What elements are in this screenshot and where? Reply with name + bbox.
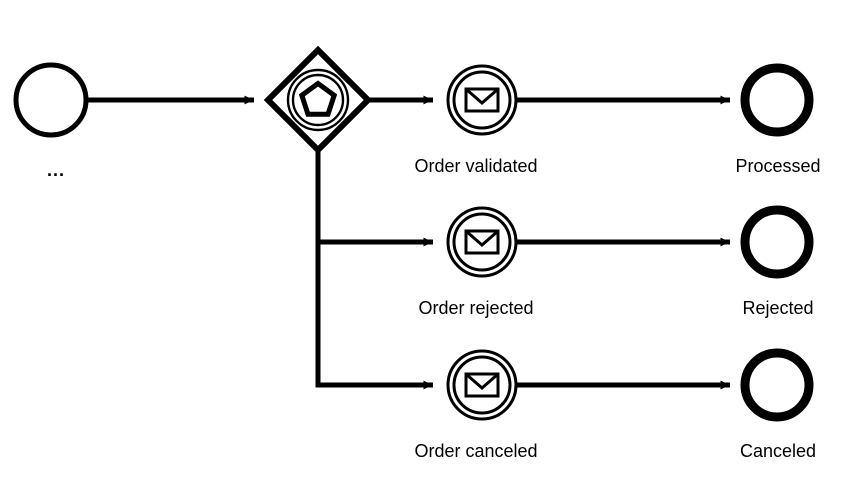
- end-event-circle: [740, 205, 814, 279]
- event-based-gateway[interactable]: [263, 45, 373, 155]
- sequence-flows: [88, 95, 730, 390]
- gateway-inner-circle-icon: [291, 73, 345, 127]
- message-envelope-icon: [464, 372, 500, 398]
- intermediate-catch-event-order-rejected[interactable]: Order rejected: [418, 206, 534, 318]
- intermediate-catch-event-order-validated[interactable]: Order validated: [414, 64, 538, 176]
- start-event-circle: [13, 62, 89, 138]
- flow-gateway-to-canceled[interactable]: [315, 150, 433, 390]
- start-event[interactable]: ...: [13, 62, 89, 180]
- intermediate-catch-event-order-canceled[interactable]: Order canceled: [414, 349, 538, 461]
- end-event-circle: [740, 348, 814, 422]
- end-event-processed[interactable]: Processed: [735, 63, 821, 176]
- end-event-circle: [740, 63, 814, 137]
- end-event-canceled[interactable]: Canceled: [740, 348, 816, 461]
- gateway-outer-circle-icon: [286, 68, 350, 132]
- catch-event-label-order-canceled: Order canceled: [414, 441, 537, 461]
- start-event-label: ...: [47, 160, 65, 180]
- gateway-diamond: [263, 45, 373, 155]
- catch-event-label-order-validated: Order validated: [414, 156, 537, 176]
- end-event-label-canceled: Canceled: [740, 441, 816, 461]
- end-event-rejected[interactable]: Rejected: [740, 205, 814, 318]
- message-envelope-icon: [464, 229, 500, 255]
- gateway-pentagon-icon: [298, 80, 338, 117]
- message-envelope-icon: [464, 87, 500, 113]
- end-event-label-processed: Processed: [735, 156, 820, 176]
- end-event-label-rejected: Rejected: [742, 298, 813, 318]
- catch-event-label-order-rejected: Order rejected: [418, 298, 533, 318]
